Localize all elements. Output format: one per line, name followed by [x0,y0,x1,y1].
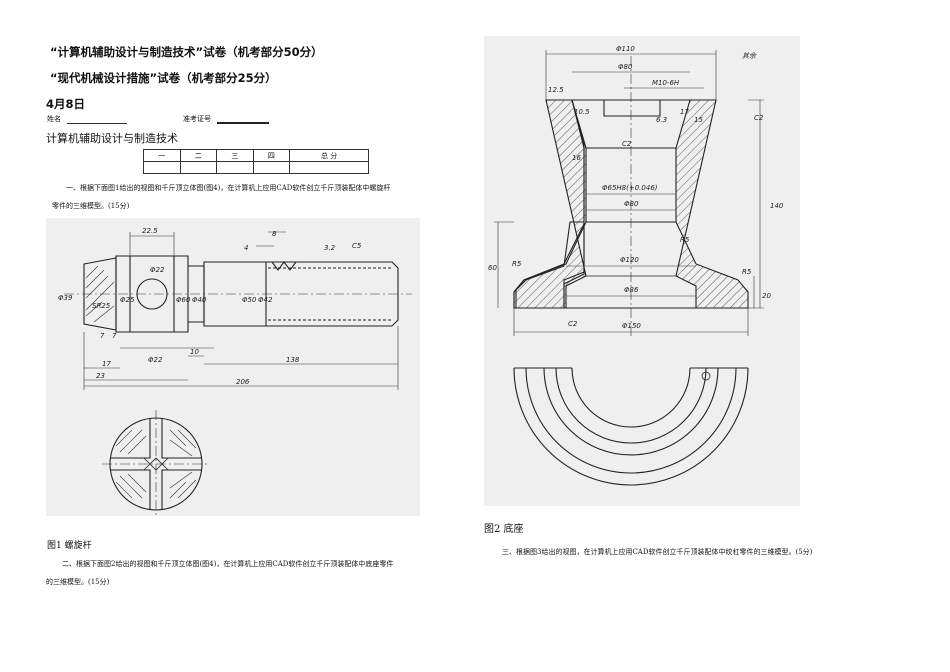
score-cell-3 [216,161,254,174]
dim-20: 20 [762,292,771,300]
exam-title-2: “现代机械设计措施”试卷（机考部分25分） [50,71,277,85]
dim-c2-bottom: C2 [568,320,578,328]
dim-17: 17 [102,360,111,368]
dim-7-a: 7 [100,332,105,340]
figure-1-caption: 图1 螺旋杆 [47,541,92,551]
dim-dia-60: Φ60 [176,296,191,304]
score-cell-2 [179,161,218,174]
dim-10-5: 10.5 [574,108,590,116]
dim-m10-6h: M10-6H [652,79,680,87]
score-col-4: 四 [252,149,291,162]
dim-ra-3-2: 3.2 [324,244,336,252]
dim-dia-65h8: Φ65H8(+0.046) [602,184,658,192]
score-table-value-row [143,161,369,174]
question-1-line-2: 零件的三维模型。(15分) [52,202,130,210]
name-label: 姓名 [47,115,61,123]
dim-dia-120: Φ120 [620,256,639,264]
dim-sr25: SR25 [92,302,111,310]
dim-r5-mid: R5 [680,236,690,244]
dim-dia-42: Φ42 [258,296,273,304]
id-label: 准考证号 [183,115,211,123]
surface-finish-note: 其余 [742,52,757,60]
section-title: 计算机辅助设计与制造技术 [46,132,178,145]
name-blank [67,115,127,124]
dim-dia-22-top: Φ22 [150,266,165,274]
dim-dia-50: Φ50 [242,296,257,304]
score-col-total: 总 分 [289,149,369,162]
dim-8: 8 [272,230,277,238]
dim-dia-22-bottom: Φ22 [148,356,163,364]
screw-rod-drawing: 22.5 4 8 3.2 C5 Φ22 Φ39 SR25 Φ25 Φ60 Φ40… [58,227,412,516]
score-col-1: 一 [143,149,181,162]
score-cell-total [289,161,369,174]
dim-dia-40: Φ40 [192,296,207,304]
dim-dia-80-mid: Φ80 [624,200,639,208]
score-cell-1 [143,161,181,174]
dim-140: 140 [770,202,784,210]
score-col-2: 二 [179,149,218,162]
exam-date: 4月8日 [46,97,86,111]
dim-10: 10 [190,348,199,356]
name-field: 姓名 [47,114,127,124]
dim-206: 206 [236,378,250,386]
dim-dia-150: Φ150 [622,322,641,330]
dim-c5: C5 [352,242,362,250]
dim-c2-right: C2 [754,114,764,122]
question-1-line-1: 一、根据下面图1给出的视图和千斤顶立体图(图4)，在计算机上应用CAD软件创立千… [66,184,391,192]
dim-60: 60 [488,264,497,272]
dim-17: 17 [680,108,689,116]
question-2-line-1: 二、根据下面图2给出的视图和千斤顶立体图(图4)，在计算机上应用CAD软件创立千… [62,560,394,568]
dim-dia-80-top: Φ80 [618,63,633,71]
score-table-header-row: 一 二 三 四 总 分 [143,149,369,162]
dim-12-5: 12.5 [548,86,564,94]
dim-16: 16 [572,154,581,162]
figure-2-drawing: Φ110 Φ80 M10-6H 其余 12.5 10.5 6.3 17 15 C… [484,36,800,506]
dim-138: 138 [286,356,300,364]
score-cell-4 [252,161,291,174]
id-blank [217,114,269,124]
dim-r5-right: R5 [742,268,752,276]
dim-dia-39: Φ39 [58,294,73,302]
dim-23: 23 [96,372,105,380]
dim-15: 15 [694,116,703,124]
dim-6-3: 6.3 [656,116,667,124]
dim-22-5: 22.5 [142,227,158,235]
question-2-line-2: 的三维模型。(15分) [46,578,110,586]
dim-7-b: 7 [112,332,117,340]
id-field: 准考证号 [183,114,269,124]
dim-dia-110: Φ110 [616,45,635,53]
dim-dia-86: Φ86 [624,286,639,294]
score-col-3: 三 [216,149,254,162]
exam-title-1: “计算机辅助设计与制造技术”试卷（机考部分50分） [50,45,323,59]
dim-dia-25: Φ25 [120,296,135,304]
dim-r5-left: R5 [512,260,522,268]
base-drawing: Φ110 Φ80 M10-6H 其余 12.5 10.5 6.3 17 15 C… [488,45,784,486]
figure-2-caption: 图2 底座 [484,524,524,535]
dim-c2-mid: C2 [622,140,632,148]
dim-4: 4 [244,244,248,252]
figure-1-drawing: 22.5 4 8 3.2 C5 Φ22 Φ39 SR25 Φ25 Φ60 Φ40… [46,218,420,516]
score-table: 一 二 三 四 总 分 [143,149,369,174]
question-3-line-1: 三、根据图3给出的视图，在计算机上应用CAD软件创立千斤顶装配体中绞杠零件的三维… [502,548,813,556]
